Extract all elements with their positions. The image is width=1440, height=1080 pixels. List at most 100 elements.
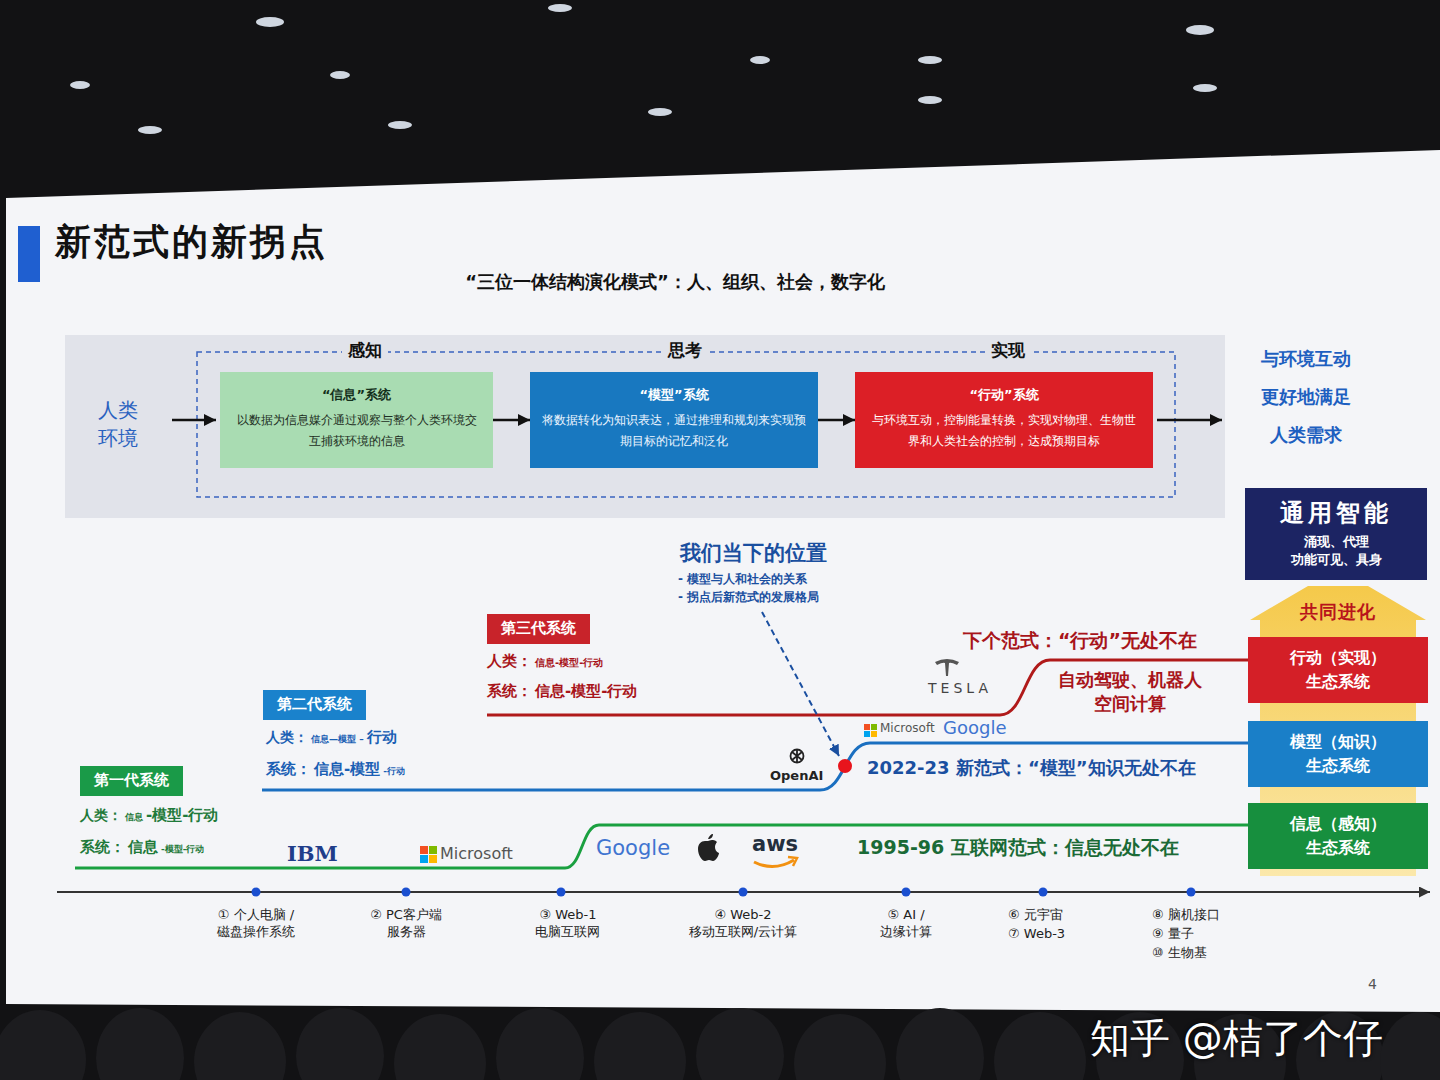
company-name: Microsoft xyxy=(440,844,513,865)
node-heading: 第三代系统 xyxy=(501,619,576,639)
general-intelligence-box: 通用智能涌现、代理 功能可见、具身 xyxy=(1245,488,1427,580)
label-holder: Google xyxy=(596,835,670,862)
company-name: aws xyxy=(752,831,798,858)
action-ecosystem-box: 行动（实现） 生态系统 xyxy=(1248,637,1428,703)
label-holder: ⑧ 脑机接口 xyxy=(1152,907,1220,924)
generation-tag: 第二代系统 xyxy=(263,690,366,720)
aws-smile xyxy=(754,857,797,867)
label-holder: ③ Web-1 电脑互联网 xyxy=(532,907,605,941)
title-holder: 新范式的新拐点 xyxy=(55,218,328,265)
label-holder: ⑩ 生物基 xyxy=(1152,945,1207,962)
axis-label: ② PC客户端 服务器 xyxy=(364,907,449,941)
formula-part: -行动 xyxy=(383,765,405,778)
formula-part: -模型-行动 xyxy=(161,843,204,856)
company-name: Google xyxy=(596,835,670,862)
axis-label: ① 个人电脑 / 磁盘操作系统 xyxy=(211,907,302,941)
formula-part: 人类： xyxy=(266,729,308,747)
label-holder: 1995-96 互联网范式：信息无处不在 xyxy=(857,835,1179,860)
axis-label: ④ Web-2 移动互联网/云计算 xyxy=(683,907,803,941)
formula-row: 人类：信息-模型-行动 xyxy=(80,806,218,825)
apple-logo xyxy=(698,834,719,861)
formula-part: 信息-模型 xyxy=(314,760,380,779)
gen2-line xyxy=(262,743,1248,790)
input-arrow xyxy=(172,419,216,422)
axis-label: ⑩ 生物基 xyxy=(1152,945,1207,962)
axis-label: ⑦ Web-3 xyxy=(1008,926,1065,943)
label-holder: - 拐点后新范式的发展格局 xyxy=(678,590,819,606)
paradigm-label: 1995-96 互联网范式：信息无处不在 xyxy=(857,835,1179,860)
slide xyxy=(6,150,1440,1012)
openai-logo xyxy=(791,749,804,763)
node-heading: 模型（知识） 生态系统 xyxy=(1282,730,1394,778)
label-holder: 知乎 @桔了个仔 xyxy=(1090,1012,1383,1064)
formula-row: 人类：信息—模型 –行动 xyxy=(266,728,397,747)
now-dot xyxy=(838,759,852,773)
node-heading: 信息（感知） 生态系统 xyxy=(1282,812,1394,860)
callout-note: - 模型与人和社会的关系 xyxy=(678,572,807,588)
node-heading: “行动”系统 xyxy=(969,387,1038,404)
input-label: 人类 环境 xyxy=(98,396,150,452)
node-body: 与环境互动，控制能量转换，实现对物理、生物世界和人类社会的控制，达成预期目标 xyxy=(867,410,1141,453)
microsoft-logo xyxy=(420,846,437,863)
formula-part: 人类： xyxy=(487,652,532,671)
label-holder: ② PC客户端 服务器 xyxy=(364,907,449,941)
output-arrow xyxy=(1157,419,1222,422)
label-holder: TESLA xyxy=(928,679,992,697)
paradigm-note: 自动驾驶、机器人 空间计算 xyxy=(1053,668,1208,717)
node-heading: “信息”系统 xyxy=(322,387,391,404)
label-holder: 下个范式：“行动”无处不在 xyxy=(963,628,1197,653)
label-holder: 自动驾驶、机器人 空间计算 xyxy=(1053,668,1208,717)
node-heading: 共同进化 xyxy=(1300,600,1376,623)
label-holder: 我们当下的位置 xyxy=(680,540,827,567)
pointer-line xyxy=(762,612,839,756)
formula-part: 系统： xyxy=(266,760,311,779)
microsoft-logo xyxy=(864,724,877,737)
label-holder: 2022-23 新范式：“模型”知识无处不在 xyxy=(867,756,1196,779)
label-holder: Google xyxy=(943,716,1006,739)
label-holder: 实现 xyxy=(985,339,1031,361)
company-name: Google xyxy=(943,716,1006,739)
formula-part: 人类： xyxy=(80,807,122,825)
flow-arrow xyxy=(818,419,855,422)
label-holder: Microsoft xyxy=(440,844,513,865)
label-holder: “三位一体结构演化模式”：人、组织、社会，数字化 xyxy=(465,270,885,293)
model-system-box: “模型”系统将数据转化为知识表达，通过推理和规划来实现预期目标的记忆和泛化 xyxy=(530,372,818,468)
label-holder: 与环境互动 更好地满足 人类需求 xyxy=(1256,340,1357,453)
watermark: 知乎 @桔了个仔 xyxy=(1090,1012,1383,1064)
stage-label: 实现 xyxy=(985,339,1031,361)
tesla-logo xyxy=(935,659,959,676)
company-name: TESLA xyxy=(928,679,992,697)
label-holder: 人类 环境 xyxy=(98,396,150,452)
stage-label: 思考 xyxy=(662,339,708,361)
model-ecosystem-box: 模型（知识） 生态系统 xyxy=(1248,721,1428,787)
flow-arrow xyxy=(493,419,530,422)
formula-row: 人类：信息-模型-行动 xyxy=(487,652,603,671)
paradigm-label: 下个范式：“行动”无处不在 xyxy=(963,628,1197,653)
paradigm-label: 2022-23 新范式：“模型”知识无处不在 xyxy=(867,756,1196,779)
info-ecosystem-box: 信息（感知） 生态系统 xyxy=(1248,803,1428,869)
generation-tag: 第三代系统 xyxy=(487,614,590,644)
node-heading: 通用智能 xyxy=(1280,498,1392,529)
label-holder: Microsoft xyxy=(880,721,935,737)
ceiling-lights xyxy=(70,4,1217,134)
label-holder: ④ Web-2 移动互联网/云计算 xyxy=(683,907,803,941)
node-body: 将数据转化为知识表达，通过推理和规划来实现预期目标的记忆和泛化 xyxy=(542,410,806,453)
formula-part: 系统： xyxy=(80,838,125,857)
label-holder: aws xyxy=(752,831,798,858)
label-holder: ① 个人电脑 / 磁盘操作系统 xyxy=(211,907,302,941)
formula-row: 系统：信息-模型-行动 xyxy=(266,760,405,779)
formula-row: 系统：信息-模型-行动 xyxy=(487,682,637,701)
axis-label: ⑧ 脑机接口 xyxy=(1152,907,1220,924)
formula-part: 信息-模型-行动 xyxy=(535,656,603,670)
dashed-frame xyxy=(197,352,1175,497)
formula-part: 系统： xyxy=(487,682,532,701)
subtitle: “三位一体结构演化模式”：人、组织、社会，数字化 xyxy=(465,270,885,293)
axis-label: ⑥ 元宇宙 xyxy=(1008,907,1063,924)
slide-title: 新范式的新拐点 xyxy=(55,218,328,265)
company-name: OpenAI xyxy=(770,768,823,785)
formula-part: 信息-模型-行动 xyxy=(535,682,637,701)
axis-dots xyxy=(252,888,1196,897)
axis-label: ⑨ 量子 xyxy=(1152,926,1194,943)
node-body: 以数据为信息媒介通过观察与整个人类环境交互捕获环境的信息 xyxy=(232,410,481,453)
